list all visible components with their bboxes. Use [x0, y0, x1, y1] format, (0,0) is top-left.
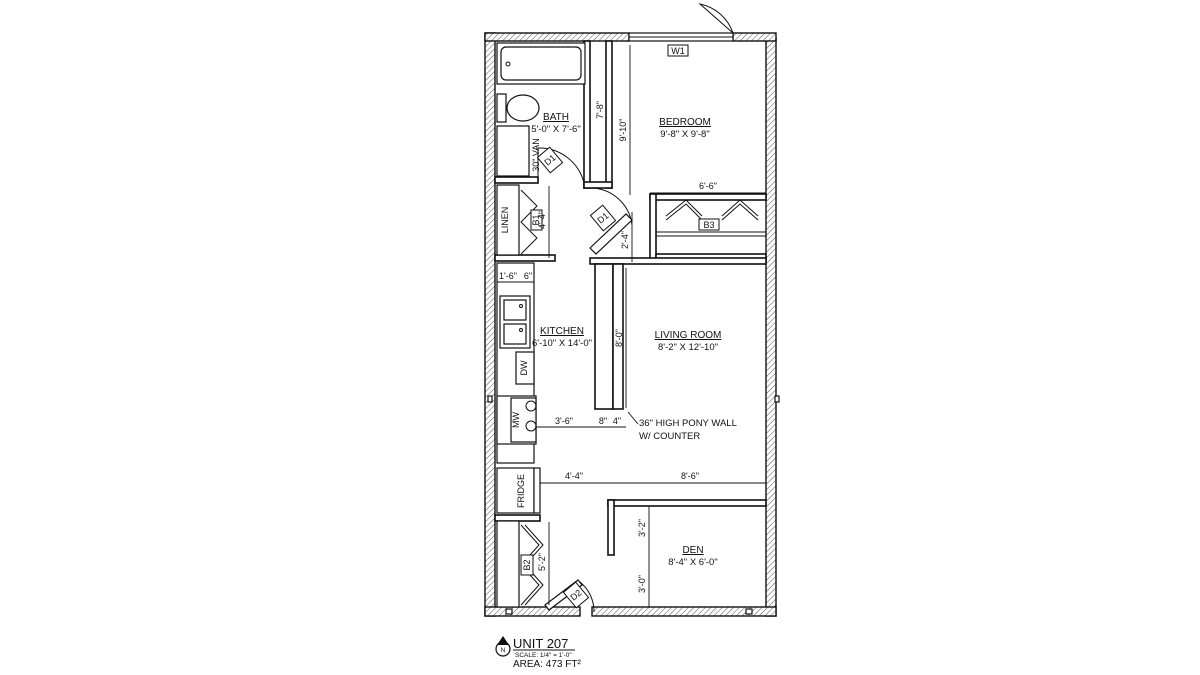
label-dw: DW [519, 360, 529, 375]
room-bath-name: BATH [543, 112, 569, 123]
window-w1: W1 [628, 3, 734, 57]
interior-walls [494, 40, 767, 556]
dim-pony-gap: 3'-6" [555, 416, 573, 426]
dim-counter-a: 1'-6" [499, 271, 517, 281]
room-den-name: DEN [682, 545, 703, 556]
dim-counter-b: 6" [524, 271, 532, 281]
north-arrow-icon: N [501, 647, 506, 654]
note-pony-line2: W/ COUNTER [639, 431, 700, 442]
room-kitchen-name: KITCHEN [540, 326, 584, 337]
dim-den-w: 8'-6" [681, 471, 699, 481]
dim-den-h1: 3'-2" [637, 519, 647, 537]
room-den-size: 8'-4" X 6'-0" [668, 557, 717, 568]
dim-closet-w: 6'-6" [699, 181, 717, 191]
dimension-labels: 7'-8" 9'-10" 6'-6" 4'-4" 2'-4" 1'-6" 6" … [499, 101, 717, 593]
dim-b1-h: 4'-4" [537, 211, 547, 229]
tag-b2: B2 [522, 559, 532, 570]
area-label: AREA: 473 FT² [513, 659, 581, 670]
dim-pony-w: 8" [599, 416, 607, 426]
dim-b2-h: 5'-2" [537, 553, 547, 571]
label-linen: LINEN [500, 207, 510, 234]
closet-b2: B2 [496, 520, 544, 608]
dim-fridge-gap: 4'-4" [565, 471, 583, 481]
title-block: N UNIT 207 SCALE: 1/4" = 1'-0" AREA: 473… [495, 636, 581, 670]
room-kitchen-size: 6'-10" X 14'-0" [532, 338, 592, 349]
exterior-walls [484, 32, 780, 617]
bath-fixtures: D1 30" VAN [496, 42, 586, 184]
room-living-name: LIVING ROOM [655, 330, 722, 341]
room-labels: BATH 5'-0" X 7'-6" BEDROOM 9'-8" X 9'-8"… [531, 112, 721, 568]
room-living-size: 8'-2" X 12'-10" [658, 342, 718, 353]
tag-b3: B3 [703, 220, 714, 230]
scale-label: SCALE: 1/4" = 1'-0" [515, 652, 572, 659]
note-pony-line1: 36" HIGH PONY WALL [639, 418, 737, 429]
closet-b3: B3 [656, 199, 766, 237]
dim-den-h2: 3'-0" [637, 575, 647, 593]
dim-pony-w2: 4" [613, 416, 621, 426]
unit-title: UNIT 207 [513, 636, 568, 651]
dim-bed-wall-b: 9'-10" [618, 119, 628, 142]
dim-bed-wall-a: 7'-8" [595, 101, 605, 119]
dimension-lines [497, 45, 766, 607]
label-van: 30" VAN [531, 138, 541, 172]
room-bath-size: 5'-0" X 7'-6" [531, 124, 580, 135]
tag-b1: B1 [531, 214, 541, 225]
room-bedroom-name: BEDROOM [659, 117, 711, 128]
label-mw: MW [511, 412, 521, 428]
door-d1-bedroom: D1 [589, 187, 633, 255]
dim-pony-h: 8'-0" [614, 329, 624, 347]
room-bedroom-size: 9'-8" X 9'-8" [660, 129, 709, 140]
kitchen-counter: DW MW FRIDGE [496, 262, 541, 514]
door-d2: D2 [544, 579, 595, 613]
pony-wall-note: 36" HIGH PONY WALL W/ COUNTER [627, 411, 737, 442]
tag-w1: W1 [671, 46, 685, 56]
linen-closet: LINEN B1 [496, 184, 543, 256]
dim-hall-w: 2'-4" [620, 231, 630, 249]
label-fridge: FRIDGE [516, 474, 526, 508]
